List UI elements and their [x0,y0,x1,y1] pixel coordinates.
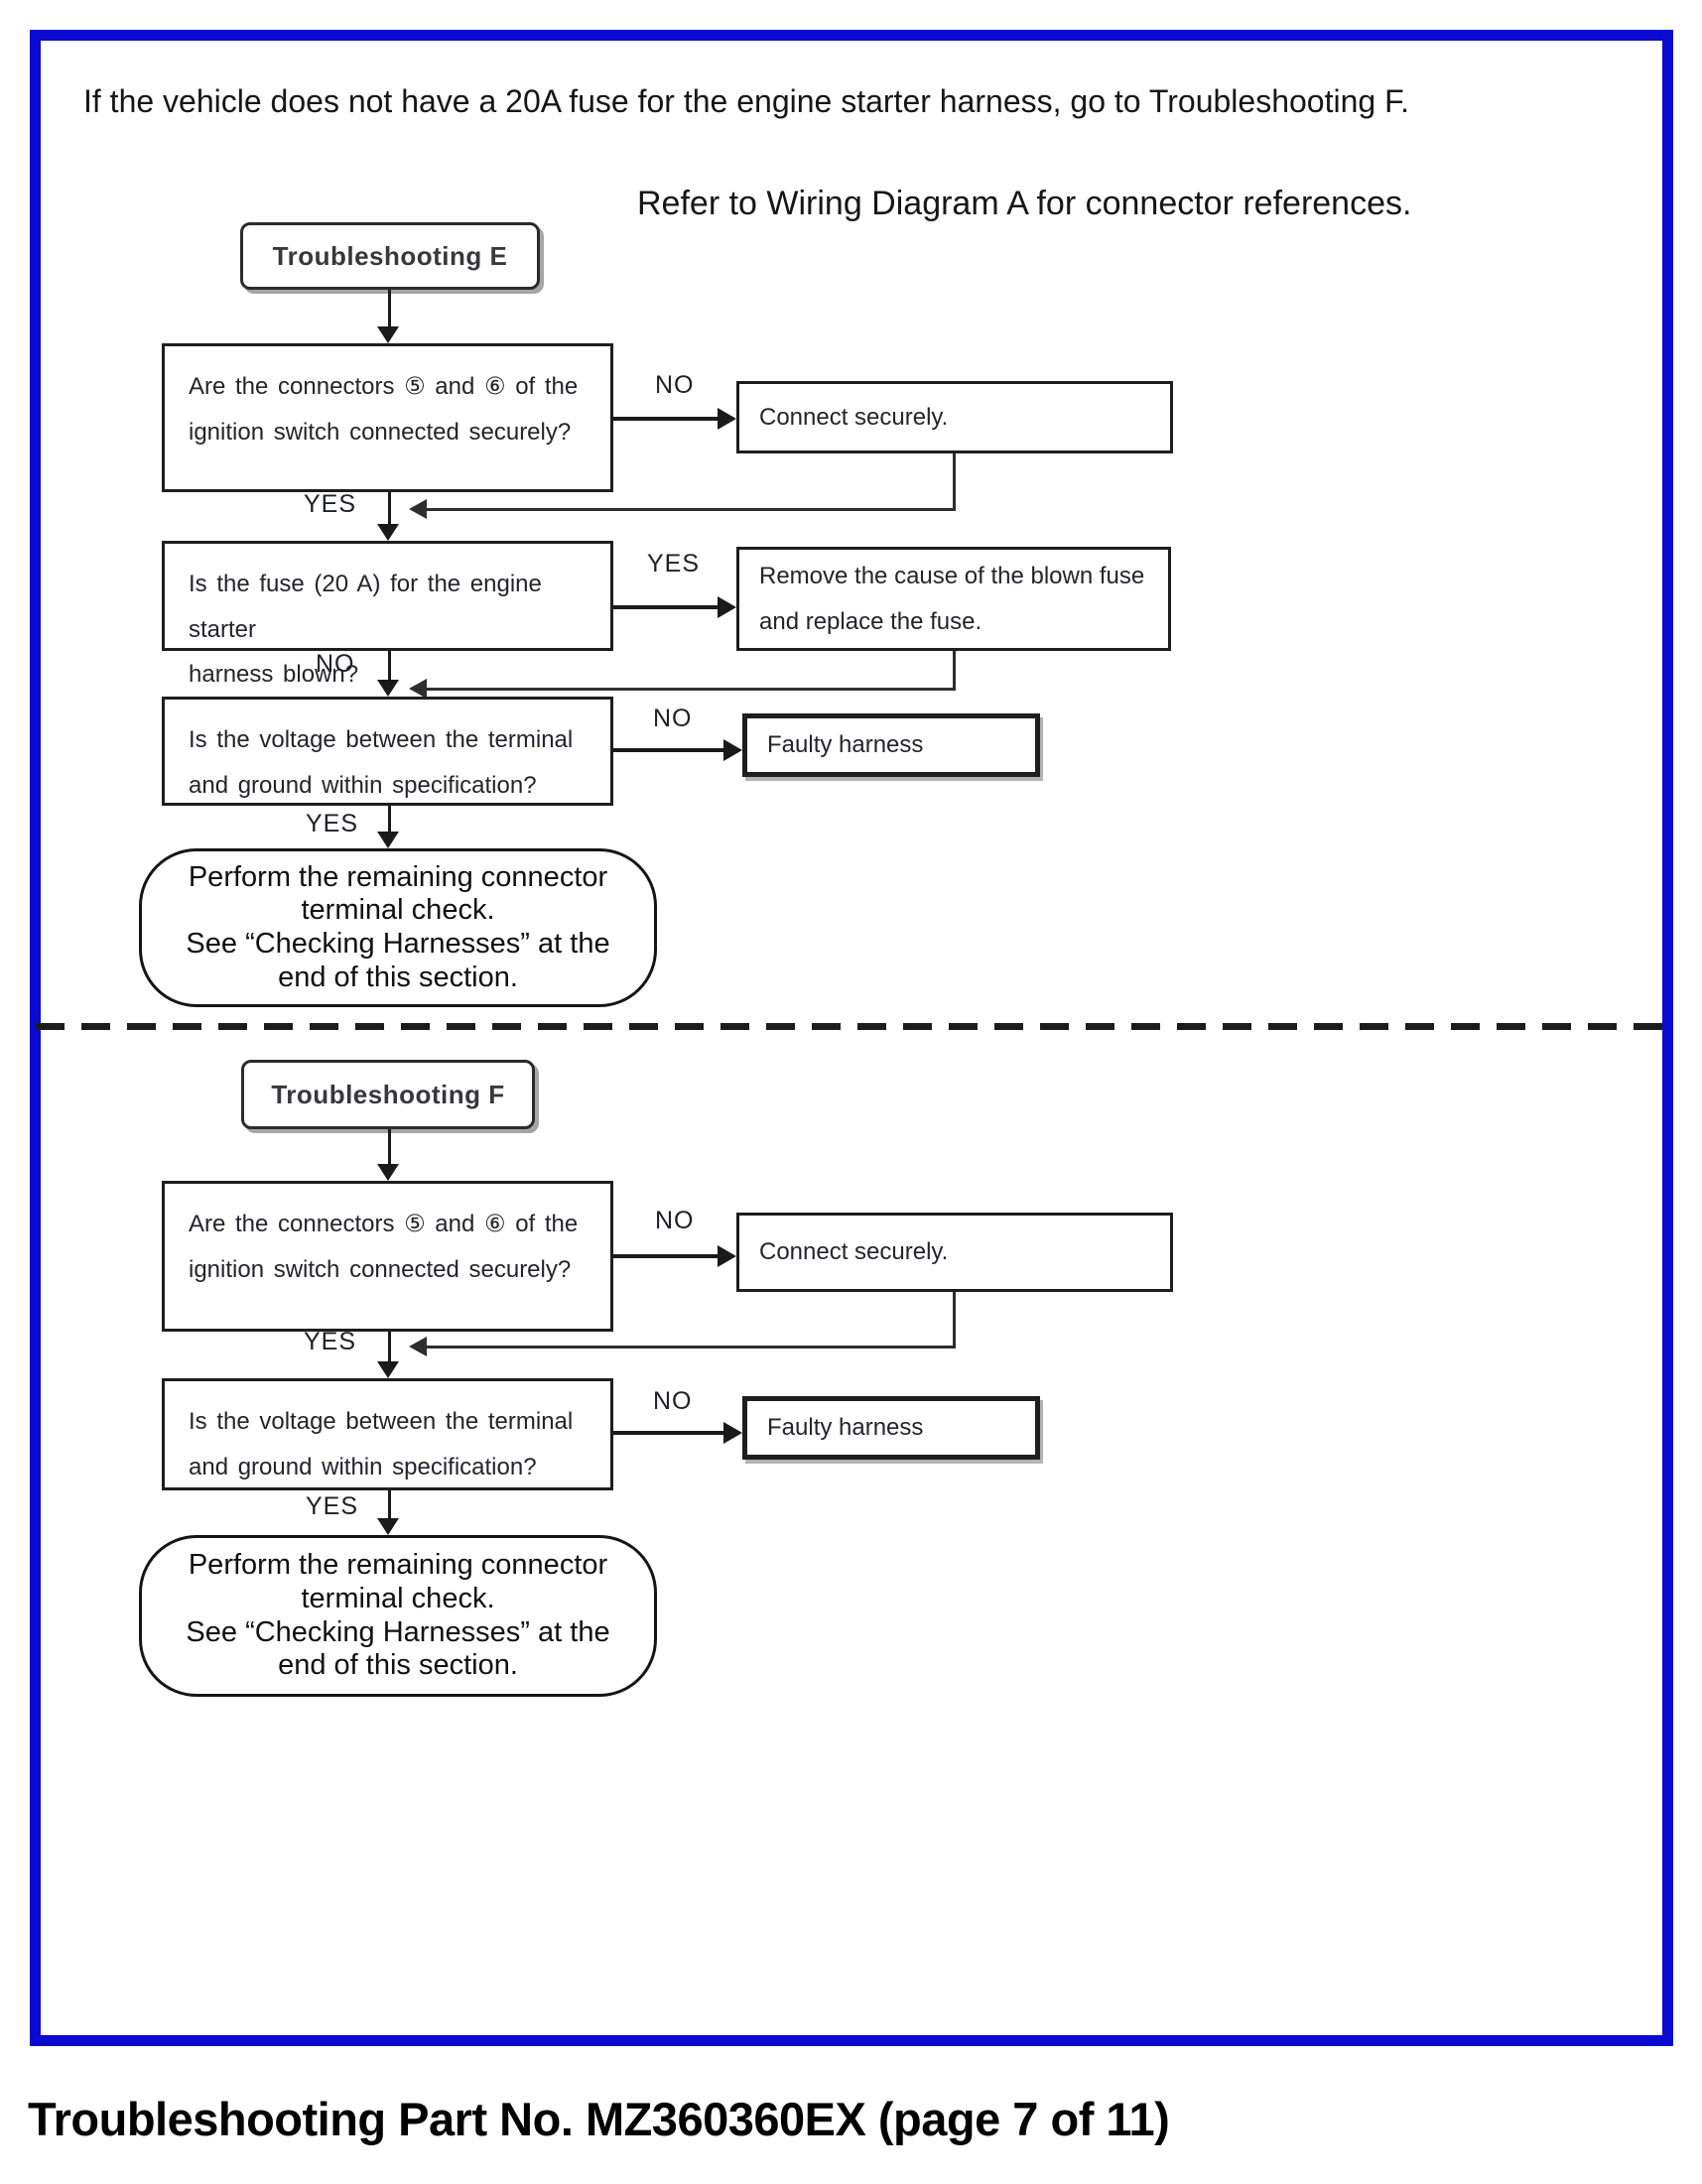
arrowhead-right-icon [718,1245,736,1267]
flow-line [388,651,391,681]
f-q1-no-label: NO [655,1207,695,1234]
arrowhead-left-icon [409,499,427,519]
flow-line [388,290,391,327]
flow-line [388,1490,391,1519]
e-q1-yes-label: YES [304,490,357,518]
flow-line [613,605,719,609]
f-question-connectors: Are the connectors ⑤ and ⑥ of the igniti… [162,1181,613,1332]
e-action-replace-fuse: Remove the cause of the blown fuse and r… [736,547,1171,651]
e-q2-yes-label: YES [647,550,701,578]
f-question-voltage: Is the voltage between the terminal and … [162,1378,613,1490]
flow-line [953,651,956,690]
arrowhead-right-icon [723,739,742,761]
flow-line [613,748,724,752]
e-terminal-check: Perform the remaining connector terminal… [139,848,657,1007]
flow-line [427,1346,956,1349]
arrowhead-down-icon [377,680,399,697]
flow-line [388,1129,391,1165]
flow-line [388,492,391,525]
arrowhead-down-icon [377,1361,399,1378]
flow-line [388,1332,391,1362]
e-question-connectors: Are the connectors ⑤ and ⑥ of the igniti… [162,343,613,492]
arrowhead-right-icon [718,408,736,430]
arrowhead-down-icon [377,832,399,848]
f-terminal-check: Perform the remaining connector terminal… [139,1535,657,1697]
arrowhead-down-icon [377,1164,399,1181]
page-caption: Troubleshooting Part No. MZ360360EX (pag… [28,2093,1170,2145]
arrowhead-left-icon [409,679,427,699]
blue-border-frame [30,30,1673,2046]
f-q2-no-label: NO [653,1387,693,1415]
arrowhead-left-icon [409,1337,427,1356]
arrowhead-down-icon [377,524,399,541]
e-q1-no-label: NO [655,371,695,399]
section-divider [36,1023,1667,1030]
flow-line [953,453,956,510]
f-action-faulty-harness: Faulty harness [742,1396,1040,1460]
e-question-voltage: Is the voltage between the terminal and … [162,697,613,806]
arrowhead-down-icon [377,1518,399,1535]
e-action-faulty-harness: Faulty harness [742,713,1040,777]
arrowhead-right-icon [723,1422,742,1444]
f-q2-yes-label: YES [306,1492,359,1520]
flow-line [613,1431,724,1435]
e-q3-yes-label: YES [306,810,359,837]
e-q3-no-label: NO [653,705,693,732]
arrowhead-down-icon [377,326,399,343]
e-question-fuse: Is the fuse (20 A) for the engine starte… [162,541,613,688]
flow-line [613,1254,719,1258]
arrowhead-right-icon [718,596,736,618]
f-title-box: Troubleshooting F [241,1060,535,1129]
flow-line [613,417,719,421]
e-title-box: Troubleshooting E [240,222,540,290]
wiring-diagram-note: Refer to Wiring Diagram A for connector … [637,185,1412,222]
flow-line [427,508,956,511]
e-action-connect-securely: Connect securely. [736,381,1173,453]
intro-note: If the vehicle does not have a 20A fuse … [83,83,1409,119]
flow-line [427,688,956,691]
flow-line [388,806,391,833]
f-q1-yes-label: YES [304,1328,357,1355]
flow-line [953,1292,956,1348]
e-q2-no-label: NO [316,650,355,678]
f-action-connect-securely: Connect securely. [736,1213,1173,1292]
